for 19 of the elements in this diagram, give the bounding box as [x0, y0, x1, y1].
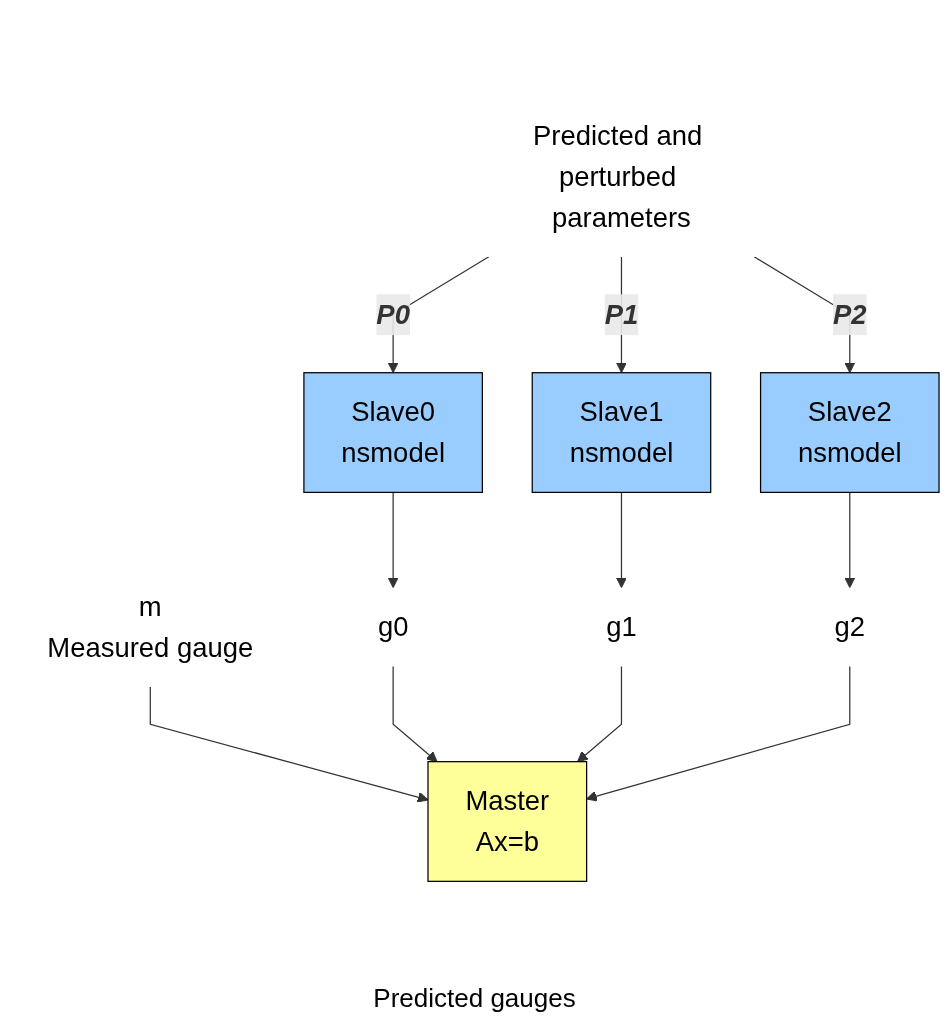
arrow [586, 665, 851, 802]
node-box: Master Ax=b [427, 760, 588, 882]
arrow [844, 491, 856, 589]
arrow [616, 491, 627, 589]
arrow [387, 491, 399, 589]
arrow [577, 665, 623, 762]
node-text: g1 [606, 611, 637, 643]
node-text: m Measured gauge [47, 590, 254, 664]
note-text: Predicted gauges [373, 983, 576, 1014]
edge-label: P1 [604, 299, 639, 331]
node-box: Slave1 nsmodel [531, 371, 712, 493]
edge-label: P2 [833, 299, 867, 331]
arrow [392, 665, 438, 762]
node-text: g0 [377, 611, 409, 643]
node-text: g2 [834, 611, 866, 643]
node-box: Slave2 nsmodel [759, 371, 940, 493]
node-text: Predicted and perturbed parameters [533, 119, 703, 233]
edge-label: P0 [376, 299, 410, 331]
node-box: Slave0 nsmodel [303, 371, 483, 493]
